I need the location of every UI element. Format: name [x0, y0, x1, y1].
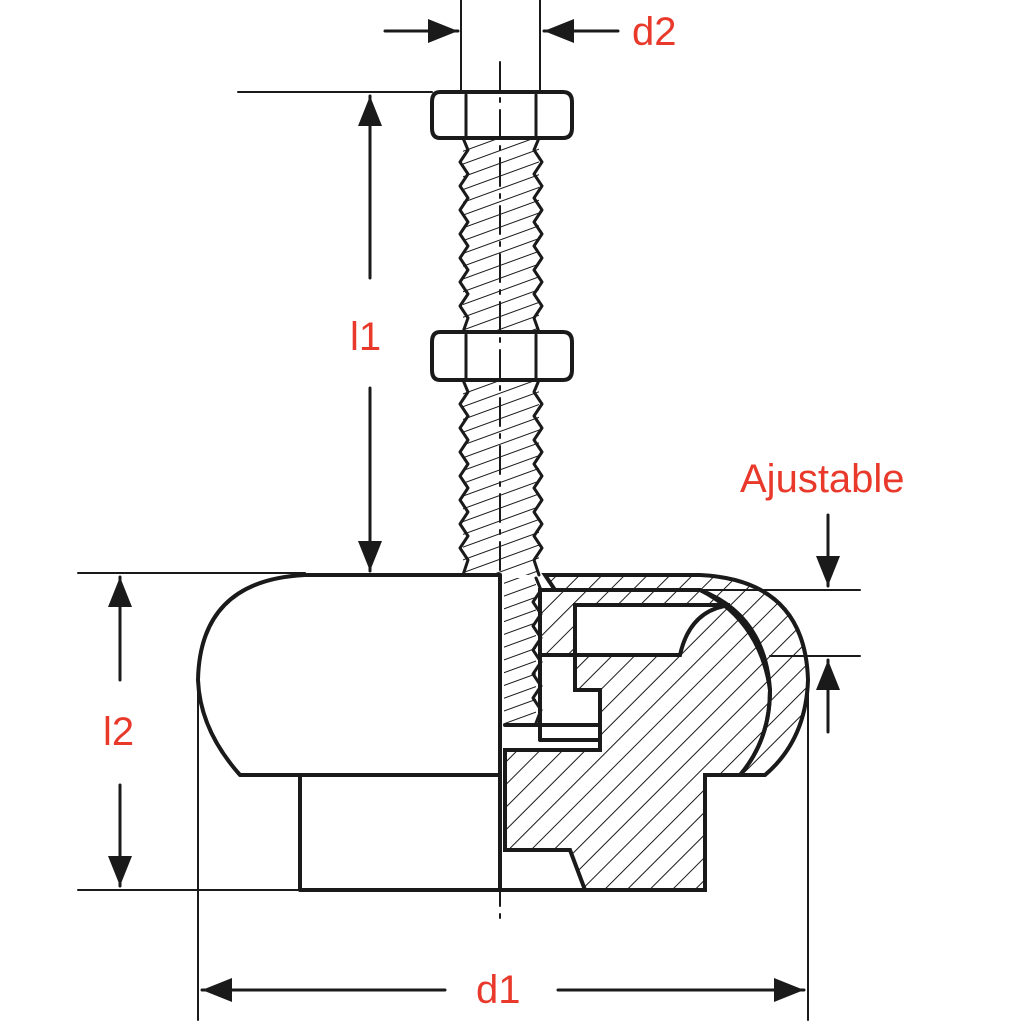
ajustable-label: Ajustable	[740, 457, 905, 501]
base-section-half	[498, 573, 811, 892]
top-hex-nut	[430, 90, 574, 140]
threaded-stud	[458, 136, 544, 725]
l2-label: l2	[103, 710, 134, 754]
d2-label: d2	[632, 10, 677, 54]
d1-label: d1	[476, 968, 521, 1012]
base-exterior-half	[196, 573, 502, 892]
lock-hex-nut	[430, 330, 574, 382]
l1-label: l1	[350, 315, 381, 359]
